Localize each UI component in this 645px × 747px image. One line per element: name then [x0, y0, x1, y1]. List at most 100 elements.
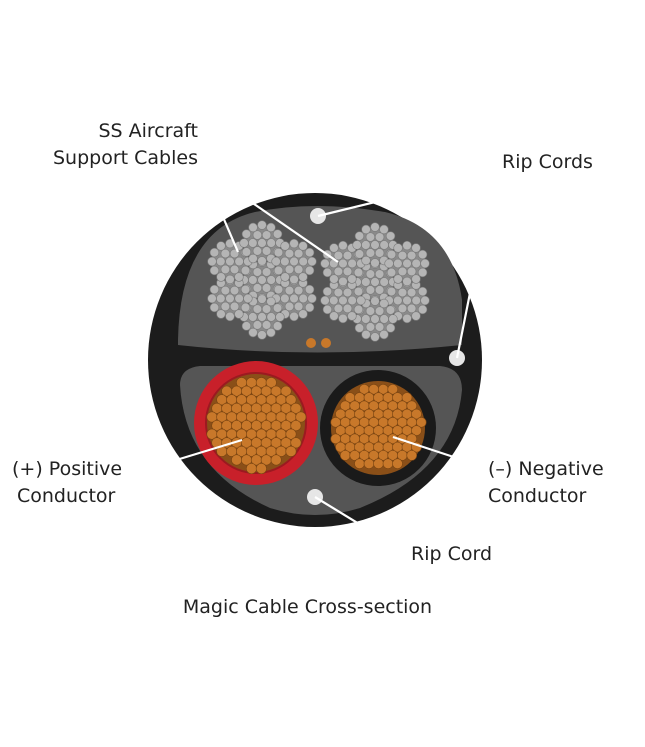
copper-strand — [290, 402, 302, 414]
copper-strand — [280, 385, 292, 397]
strand — [234, 272, 244, 282]
strand — [379, 277, 389, 287]
strand — [272, 303, 283, 313]
label-negative-conductor: (–) Negative Conductor — [488, 456, 604, 510]
label-negative-line2: Conductor — [488, 485, 587, 507]
strand — [333, 250, 344, 261]
strand — [229, 285, 240, 296]
strand — [365, 306, 376, 316]
strand — [261, 320, 272, 330]
strand — [417, 267, 428, 278]
strand — [252, 320, 263, 330]
strand — [354, 231, 365, 241]
strand — [271, 256, 281, 267]
strand — [216, 241, 226, 251]
strand — [261, 283, 272, 293]
strand — [275, 312, 285, 322]
strand — [370, 240, 380, 250]
strand — [225, 311, 235, 322]
strand — [241, 247, 252, 257]
copper-strand — [285, 428, 297, 440]
strand — [361, 314, 371, 324]
strand — [347, 311, 357, 321]
strand — [342, 250, 353, 261]
strand — [266, 296, 276, 307]
strand — [298, 241, 308, 251]
strand — [257, 330, 267, 340]
strand — [209, 247, 220, 258]
copper-strand — [290, 420, 302, 432]
leader-support-left — [200, 167, 240, 253]
strand — [329, 295, 339, 306]
strand — [322, 286, 333, 297]
strand — [207, 293, 217, 304]
strand — [209, 284, 220, 295]
strand — [385, 323, 396, 333]
strand — [284, 301, 295, 312]
strand — [298, 309, 308, 319]
strand — [361, 224, 371, 235]
strand — [322, 304, 333, 315]
strand — [298, 256, 308, 267]
strand — [379, 329, 389, 340]
strand — [420, 295, 430, 306]
strand — [239, 238, 249, 248]
strand — [240, 265, 251, 276]
strand — [386, 286, 397, 297]
strand — [209, 265, 220, 276]
copper-strand — [411, 408, 422, 420]
strand — [370, 222, 380, 232]
copper-strand — [270, 454, 282, 466]
strand — [393, 243, 403, 253]
copper-strand — [285, 394, 297, 406]
strand — [386, 267, 397, 278]
strand — [284, 285, 295, 296]
label-rip-cords-text: Rip Cords — [502, 151, 593, 173]
strand — [342, 303, 353, 314]
strand — [216, 256, 226, 267]
strand — [354, 249, 365, 259]
strand — [234, 293, 244, 304]
support-cable-left — [207, 220, 317, 340]
strand — [266, 222, 276, 233]
strand — [384, 258, 394, 269]
strand — [266, 312, 276, 322]
strand — [370, 314, 380, 324]
strand — [361, 329, 371, 340]
label-negative-line1: (–) Negative — [488, 458, 604, 480]
strand — [289, 274, 299, 285]
leader-support-right — [201, 167, 339, 263]
strand — [361, 277, 371, 287]
strand — [411, 311, 421, 321]
strand — [361, 255, 371, 266]
strand — [329, 274, 339, 284]
strand — [338, 240, 348, 251]
strand — [361, 240, 371, 250]
copper-strand — [387, 383, 399, 395]
strand — [293, 264, 304, 275]
strand — [354, 323, 365, 333]
strand — [220, 285, 231, 296]
strand — [329, 243, 339, 253]
strand — [374, 306, 385, 316]
strand — [293, 301, 304, 312]
strand — [329, 311, 339, 321]
strand — [397, 266, 408, 277]
strand — [252, 246, 263, 256]
strand — [273, 247, 284, 258]
copper-strand — [295, 411, 307, 423]
strand — [402, 258, 412, 269]
strand — [386, 249, 397, 260]
strand — [406, 266, 417, 277]
negative-conductor-strands — [330, 381, 427, 475]
strand — [307, 256, 317, 267]
strand — [298, 293, 308, 304]
strand — [374, 285, 385, 295]
strand — [333, 266, 344, 277]
strand — [342, 287, 353, 298]
strand — [370, 258, 380, 268]
label-rip-cord: Rip Cord — [411, 541, 492, 568]
leader-rip-top — [317, 171, 495, 218]
strand — [289, 311, 299, 322]
